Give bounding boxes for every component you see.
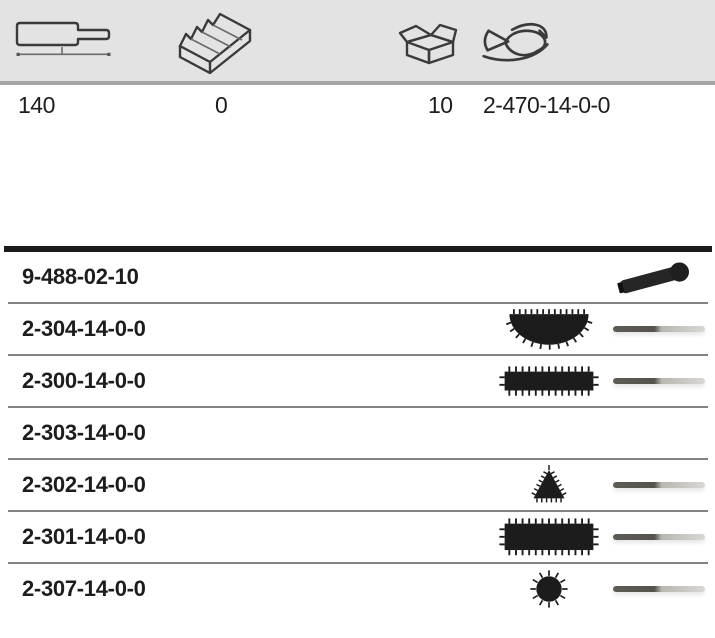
table-row: 2-303-14-0-0 (8, 408, 708, 460)
part-number: 2-303-14-0-0 (22, 420, 146, 445)
cross-section-cell (498, 304, 600, 354)
half-round-cross-section-icon (505, 308, 593, 350)
part-number: 2-302-14-0-0 (22, 472, 146, 497)
part-number: 9-488-02-10 (22, 264, 139, 289)
table-top-rule (4, 246, 712, 252)
round-cross-section-icon (530, 570, 568, 608)
cross-section-cell (498, 512, 600, 562)
product-image-cell (610, 564, 708, 614)
table-row: 2-300-14-0-0 (8, 356, 708, 408)
triangular-cross-section-icon (531, 464, 567, 503)
needle-file-image (613, 534, 705, 540)
flat-cross-section-icon (499, 366, 599, 396)
cross-section-cell (498, 460, 600, 510)
file-length-icon (15, 21, 111, 56)
needle-file-image (613, 378, 705, 384)
needle-file-image (613, 586, 705, 592)
needle-file-image (613, 326, 705, 332)
pack-quantity-value: 10 (428, 92, 453, 118)
product-image-cell (610, 460, 708, 510)
table-row: 2-304-14-0-0 (8, 304, 708, 356)
product-table: 9-488-02-10 2-304-14-0-0 2- (8, 252, 708, 614)
product-image-cell (610, 304, 708, 354)
part-number: 2-304-14-0-0 (22, 316, 146, 341)
fish-logo-icon (482, 22, 549, 62)
cross-section-cell (498, 356, 600, 406)
packaging-box-icon (398, 23, 458, 65)
needle-file-image (613, 482, 705, 488)
file-handle-image (617, 262, 690, 294)
product-image-cell (610, 356, 708, 406)
cross-section-cell (498, 564, 600, 614)
part-number: 2-307-14-0-0 (22, 576, 146, 601)
product-image-cell (610, 512, 708, 562)
table-row: 2-301-14-0-0 (8, 512, 708, 564)
table-row: 2-302-14-0-0 (8, 460, 708, 512)
cut-grade-value: 0 (215, 92, 228, 118)
flat-wide-cross-section-icon (499, 518, 599, 556)
length-value: 140 (18, 92, 55, 118)
part-number: 2-301-14-0-0 (22, 524, 146, 549)
order-number-value: 2-470-14-0-0 (483, 92, 610, 118)
table-row: 9-488-02-10 (8, 252, 708, 304)
cut-grade-icon (178, 12, 252, 74)
table-row: 2-307-14-0-0 (8, 564, 708, 614)
part-number: 2-300-14-0-0 (22, 368, 146, 393)
product-image-cell (610, 252, 708, 302)
spec-header-band (0, 0, 715, 85)
